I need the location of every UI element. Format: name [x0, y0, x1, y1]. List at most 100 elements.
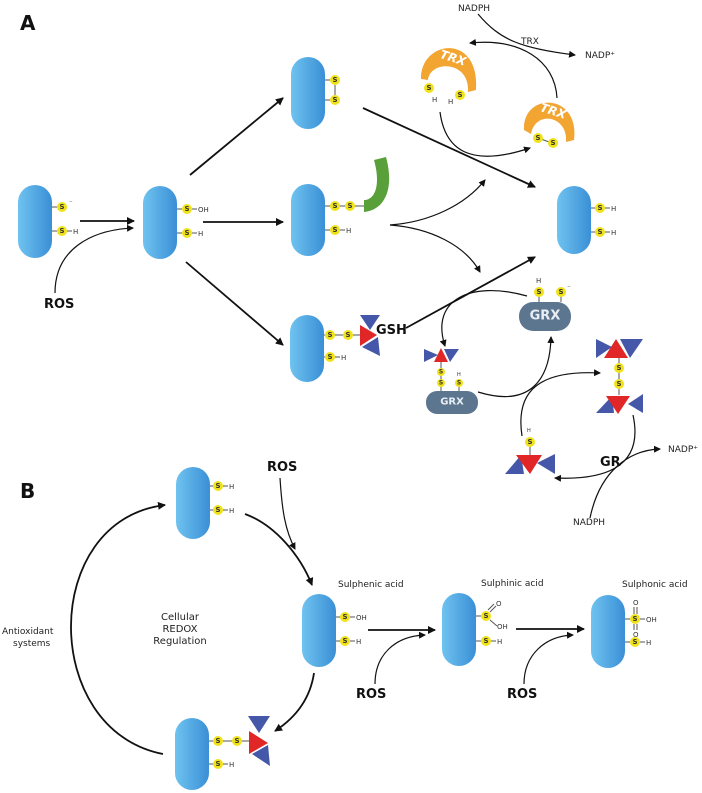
sulfur-atom [325, 330, 335, 340]
nadph-bottom-label: NADPH [573, 518, 605, 528]
protein-disulfide: S S [291, 57, 340, 129]
protein-body [176, 467, 210, 539]
hydrogen-label: H [341, 354, 346, 362]
ros-label: ROS [356, 687, 386, 702]
sulfur-atom [614, 363, 624, 373]
partner-protein [364, 157, 390, 212]
sulfur-atom [182, 204, 192, 214]
sulfur-label: S [632, 638, 637, 646]
protein-body [290, 315, 324, 382]
sulfur-atom [534, 287, 544, 297]
sulfur-label: S [457, 380, 461, 387]
ros-label: ROS [267, 460, 297, 475]
sulfur-atom [232, 736, 242, 746]
sulfur-atom [330, 225, 340, 235]
panel-a-label: A [20, 11, 36, 35]
sulfur-atom [57, 202, 67, 212]
hydrogen-label: H [356, 638, 361, 646]
trx-enzyme-shape [420, 48, 477, 92]
protein-body [442, 593, 476, 666]
trx-oxidized: TRX S S [523, 100, 575, 148]
sulfur-atom [340, 636, 350, 646]
grx-label: GRX [440, 397, 464, 408]
glutathione-reduced: H S [505, 428, 555, 474]
grx-glutathionylation-arrow [439, 289, 528, 347]
arrow-to-grx-system [389, 224, 481, 273]
hydrogen-label: H [229, 483, 234, 491]
sulfur-label: S [597, 204, 602, 212]
sulfur-atom [525, 437, 535, 447]
protein-body [18, 185, 52, 258]
protein-body [143, 186, 177, 259]
sulfur-label: S [457, 91, 462, 99]
sulfur-atom [437, 379, 445, 387]
sulfur-atom [614, 379, 624, 389]
sulfur-atom [533, 133, 543, 143]
sulphonic-label: Sulphonic acid [622, 580, 688, 590]
sulfur-label: S [558, 288, 563, 296]
grx-label: GRX [530, 309, 561, 324]
ros-arrow [54, 224, 134, 294]
sulfur-label: S [59, 227, 64, 235]
sulfur-atom [630, 614, 640, 624]
protein-body [291, 184, 325, 256]
hydrogen-label: H [646, 639, 651, 647]
sulfur-label: S [550, 139, 555, 147]
sulphinic-label: Sulphinic acid [481, 579, 544, 589]
ros-arrow [279, 477, 296, 550]
oxygen-label: O [633, 631, 639, 639]
nadph-to-nadp-bottom-arrow [589, 445, 661, 519]
gr-reduction-arrow [554, 414, 636, 482]
sulfur-label: S [345, 331, 350, 339]
hydrogen-label: H [536, 277, 541, 285]
glutathione-disulfide: S S [596, 339, 643, 414]
sulfur-atom [481, 611, 491, 621]
charge-label: ⁻ [567, 284, 571, 292]
protein-sulphenic-b: S OH S H [302, 594, 367, 667]
grx-regeneration-arrow [477, 336, 555, 398]
glutathionylation-arrow [274, 672, 315, 732]
grx-reduced: GRX S H S ⁻ [519, 277, 571, 331]
sulfur-atom [330, 75, 340, 85]
protein-sulphenic: S OH S H [143, 186, 209, 259]
sulfur-atom [481, 636, 491, 646]
protein-thiolate: S ⁻ S H [18, 185, 78, 258]
sulfur-label: S [426, 84, 431, 92]
sulfur-label: S [342, 637, 347, 645]
gsh-to-gssg-arrow [520, 369, 601, 437]
hydrogen-label: H [611, 229, 616, 237]
center-label: Cellular [161, 612, 200, 623]
sulfur-atom [213, 759, 223, 769]
trx-cycle-label: TRX [520, 37, 539, 47]
sulfur-label: S [332, 226, 337, 234]
sulfur-label: S [347, 202, 352, 210]
hydrogen-label: H [432, 96, 437, 104]
sulfur-label: S [527, 438, 532, 446]
trx-oxidation-arrow [439, 111, 531, 157]
sulfur-label: S [215, 760, 220, 768]
nadp-label: NADP⁺ [585, 51, 615, 61]
sulfur-label: S [184, 229, 189, 237]
oxygen-label: O [633, 599, 639, 607]
grx-enzyme-shape [426, 391, 478, 414]
sulfur-label: S [597, 228, 602, 236]
sulfur-atom [330, 201, 340, 211]
sulfur-atom [630, 637, 640, 647]
glutathione-icon [360, 315, 380, 356]
sulfur-label: S [332, 96, 337, 104]
sulfur-atom [182, 228, 192, 238]
protein-body [591, 595, 625, 668]
sulfur-label: S [215, 506, 220, 514]
charge-label: ⁻ [69, 199, 73, 207]
sulfur-atom [57, 226, 67, 236]
arrow-to-disulfide [189, 97, 284, 176]
protein-reduced-b: S H S H [176, 467, 234, 539]
sulfur-atom [343, 330, 353, 340]
ros-arrow [374, 631, 426, 685]
sulfur-label: S [59, 203, 64, 211]
hydrogen-label: H [229, 761, 234, 769]
sulfur-label: S [483, 612, 488, 620]
arrow-disulfide-to-reduced [362, 107, 536, 188]
ros-arrow [523, 631, 574, 685]
